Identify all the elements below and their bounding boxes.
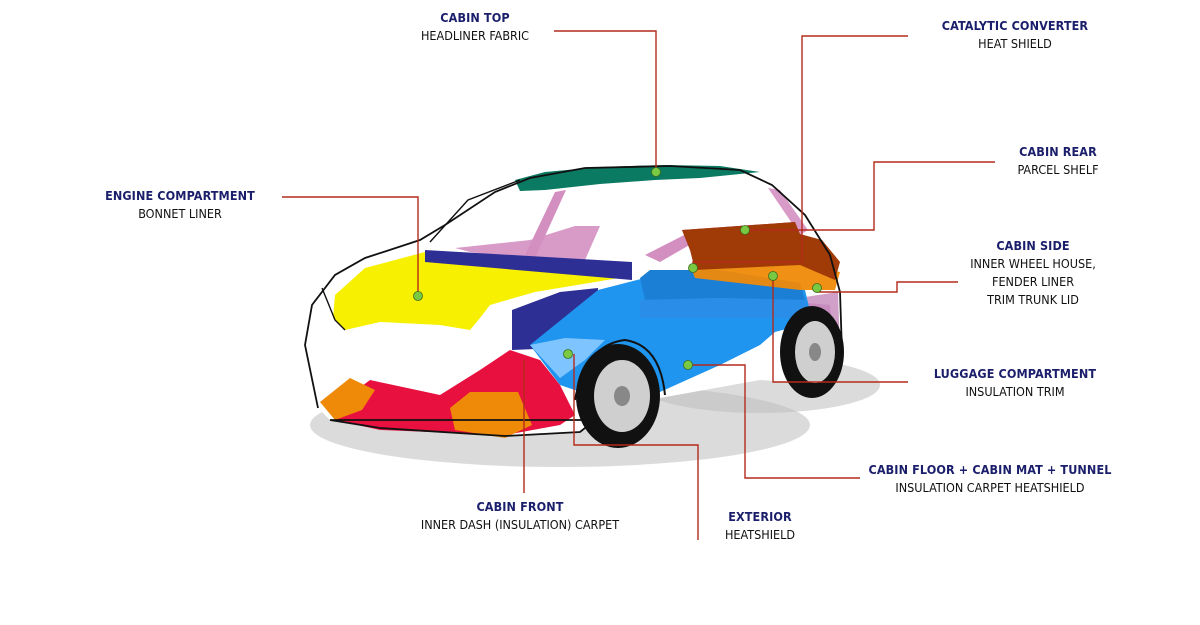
dash-window-trim: [455, 226, 600, 260]
fender-liner-front-right: [450, 392, 532, 438]
parcel-shelf-orange: [690, 262, 840, 290]
rear-seat-riser: [640, 298, 812, 318]
label-description: FENDER LINER: [991, 274, 1075, 289]
label-engine-compartment: ENGINE COMPARTMENT BONNET LINER: [100, 187, 260, 223]
line-cabin-top: [554, 30, 657, 170]
label-description: TRIM TRUNK LID: [987, 292, 1079, 307]
label-description: INNER DASH (INSULATION) CARPET: [420, 517, 620, 532]
trunk-panel: [682, 222, 840, 280]
label-cabin-floor: CABIN FLOOR + CABIN MAT + TUNNEL INSULAT…: [865, 461, 1115, 497]
wheel-icon: [780, 306, 844, 398]
label-cabin-side: CABIN SIDE INNER WHEEL HOUSE, FENDER LIN…: [958, 237, 1108, 309]
dot-luggage: [768, 271, 778, 281]
label-description: HEAT SHIELD: [978, 36, 1052, 51]
label-luggage-compartment: LUGGAGE COMPARTMENT INSULATION TRIM: [925, 365, 1105, 401]
label-cabin-rear: CABIN REAR PARCEL SHELF: [998, 143, 1118, 179]
label-description: INNER WHEEL HOUSE,: [970, 256, 1096, 271]
label-description: BONNET LINER: [138, 206, 222, 221]
dot-cabin-rear: [740, 225, 750, 235]
label-heading: CABIN FLOOR + CABIN MAT + TUNNEL: [868, 462, 1112, 477]
roof-headliner: [515, 165, 760, 191]
hood-outline: [321, 287, 346, 331]
dot-catalytic: [688, 263, 698, 273]
c-pillar: [768, 188, 808, 235]
label-description: INSULATION CARPET HEATSHIELD: [895, 480, 1085, 495]
label-heading: ENGINE COMPARTMENT: [105, 188, 255, 203]
dot-cabin-side: [812, 283, 822, 293]
callout-dots: [413, 167, 822, 370]
label-heading: LUGGAGE COMPARTMENT: [933, 366, 1097, 381]
label-cabin-front: CABIN FRONT INNER DASH (INSULATION) CARP…: [410, 498, 630, 534]
label-heading: CABIN FRONT: [476, 499, 564, 514]
line-floor: [688, 364, 860, 479]
label-description: PARCEL SHELF: [1017, 162, 1099, 177]
dashboard-bar: [425, 250, 632, 280]
label-cabin-top: CABIN TOP HEADLINER FABRIC: [400, 9, 550, 45]
label-heading: CATALYTIC CONVERTER: [941, 18, 1089, 33]
line-cabin-rear: [745, 161, 995, 231]
fender-liner-front-left: [320, 378, 375, 420]
dot-cabin-top: [651, 167, 661, 177]
label-description: HEATSHIELD: [724, 527, 796, 542]
line-exterior: [573, 354, 699, 540]
line-luggage: [772, 276, 908, 383]
label-description: INSULATION TRIM: [965, 384, 1065, 399]
wheel-icon: [576, 344, 660, 448]
label-heading: EXTERIOR: [728, 509, 792, 524]
front-wheel-arch: [574, 338, 666, 401]
label-heading: CABIN SIDE: [996, 238, 1070, 253]
car-outline-icon: [304, 165, 843, 437]
windshield-outline: [429, 179, 521, 243]
dot-exterior: [563, 349, 573, 359]
dot-engine: [413, 291, 423, 301]
label-exterior: EXTERIOR HEATSHIELD: [705, 508, 815, 544]
dot-floor: [683, 360, 693, 370]
label-heading: CABIN REAR: [1019, 144, 1097, 159]
line-engine: [282, 196, 419, 296]
label-description: HEADLINER FABRIC: [420, 28, 530, 43]
label-catalytic-converter: CATALYTIC CONVERTER HEAT SHIELD: [925, 17, 1105, 53]
label-heading: CABIN TOP: [440, 10, 510, 25]
